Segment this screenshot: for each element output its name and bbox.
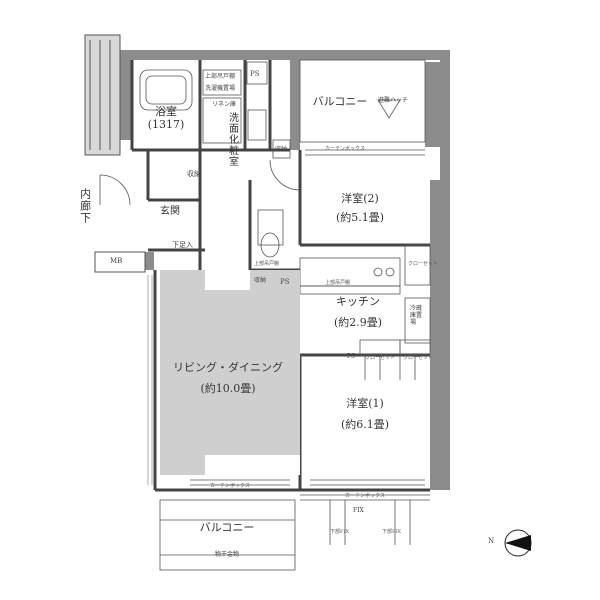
upper-cabinet-label-3: 上部吊戸棚 (325, 280, 351, 286)
living-floor (160, 270, 300, 475)
entrance-label: 玄関 (160, 206, 180, 217)
closet-label-w1a: クローゼット (365, 355, 396, 361)
living-label: リビング・ダイニング (約10.0畳) (173, 361, 283, 395)
closet-label-w2: クローゼット (408, 261, 439, 267)
western1-name: 洋室(1) (346, 397, 384, 410)
ps-label-top: PS (250, 70, 260, 78)
kitchen-size: (約2.9畳) (333, 315, 383, 329)
washroom-label: 洗面化粧室 (226, 112, 238, 167)
upper-cabinet-label-2: 上部吊戸棚 (254, 261, 280, 267)
shoe-storage-label: 下足入 (172, 241, 193, 249)
living-name: リビング・ダイニング (173, 361, 283, 374)
fix-label: FIX (353, 507, 364, 514)
living-window (147, 275, 153, 485)
kitchen-label: キッチン (約2.9畳) (333, 295, 383, 329)
curtain-box-label-bl: カーテンボックス (210, 483, 250, 489)
ps-label-mid: PS (280, 278, 290, 286)
upper-cabinet-label-1: 上部吊戸棚 (205, 73, 236, 80)
curtain-box-label-br: カーテンボックス (345, 493, 385, 499)
western1-size: (約6.1畳) (340, 417, 390, 431)
living-size: (約10.0畳) (200, 381, 256, 395)
hatch-label: 避難ハッチ (378, 97, 409, 104)
balcony-bottom-label: バルコニー (199, 521, 255, 534)
ps-label-bottom: PS (347, 353, 356, 360)
balcony-top-label: バルコニー (312, 95, 368, 108)
corridor-label: 内廊下 (78, 188, 92, 224)
bath-size: (1317) (147, 117, 185, 131)
mb-label: MB (110, 257, 123, 265)
curtain-box-label-top: カーテンボックス (325, 146, 365, 152)
dryer-label: 洗濯機置場 (205, 85, 236, 92)
drying-rail-label: 物干金物 (215, 551, 240, 558)
linen-label: リネン庫 (212, 101, 237, 108)
western2-label: 洋室(2) (約5.1畳) (335, 192, 385, 224)
fridge-label: 冷蔵庫置場 (410, 305, 423, 326)
north-label: N (488, 537, 495, 545)
storage-label-1: 収納 (275, 146, 288, 153)
kitchen-name: キッチン (335, 295, 380, 308)
storage-label-3: 収納 (254, 277, 267, 284)
bath-label: 浴室 (1317) (147, 105, 185, 131)
western2-name: 洋室(2) (341, 192, 379, 205)
compass-icon (504, 529, 532, 557)
corridor-walls (84, 34, 146, 273)
lower-fix-label-2: 下部FIX (382, 529, 402, 535)
storage-label-2: 収納 (187, 170, 201, 178)
western1-label: 洋室(1) (約6.1畳) (340, 397, 390, 431)
bath-name: 浴室 (154, 105, 177, 118)
western2-size: (約5.1畳) (335, 210, 385, 224)
lower-fix-label-1: 下部FIX (330, 529, 350, 535)
closet-label-w1b: クローゼット (403, 355, 434, 361)
